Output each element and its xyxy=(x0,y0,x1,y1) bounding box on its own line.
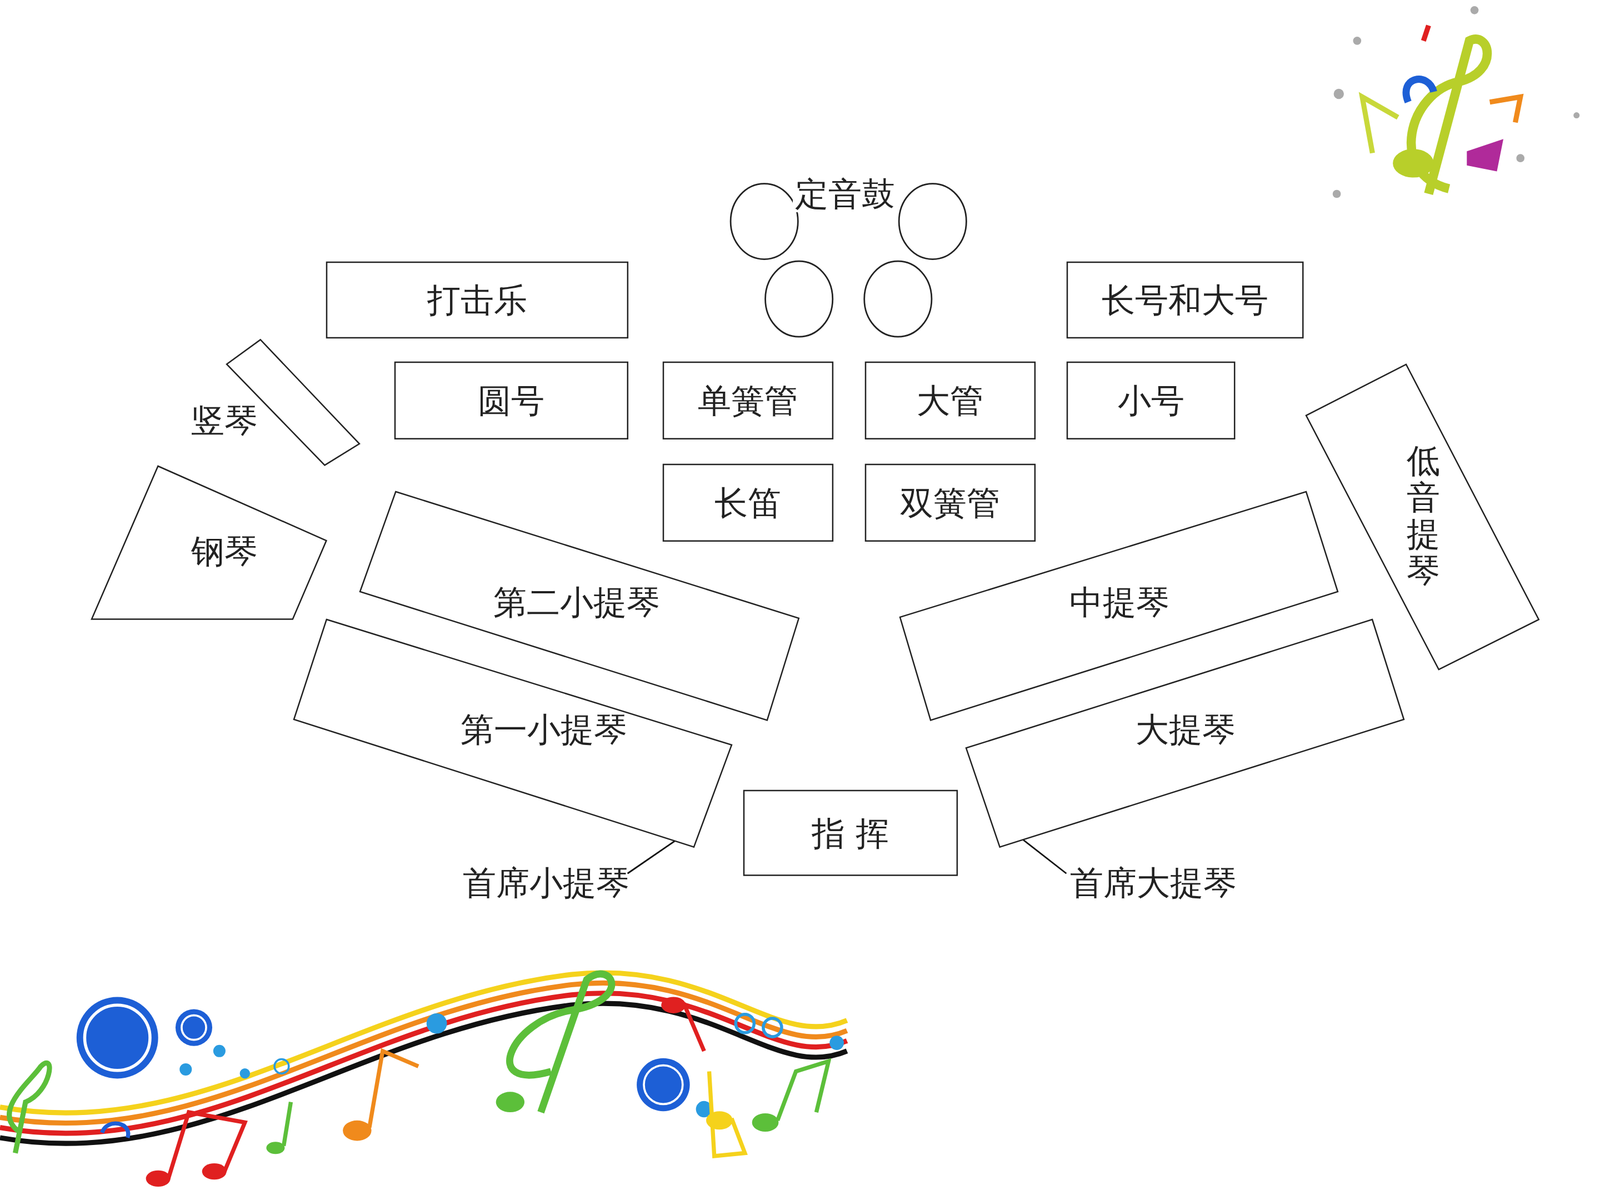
corner-notes xyxy=(1332,6,1580,198)
section-box: 打击乐 xyxy=(326,262,628,338)
section-shape xyxy=(865,464,1035,542)
timpani-label: 定音鼓 xyxy=(792,175,898,213)
section-box: 第一小提琴 xyxy=(293,619,732,848)
section-shape xyxy=(1067,362,1235,439)
section-name: 圆号 xyxy=(477,382,545,419)
section-box: 双簧管 xyxy=(865,464,1035,542)
section-shape xyxy=(663,464,833,542)
section-name: 打击乐 xyxy=(427,281,528,319)
section-name: 指 挥 xyxy=(811,815,889,852)
section-name: 第一小提琴 xyxy=(460,711,628,748)
section-shape xyxy=(663,362,833,439)
callout-label: 首席大提琴 xyxy=(1070,864,1237,902)
section-shape xyxy=(1067,262,1303,338)
section-name: 双簧管 xyxy=(900,484,1000,522)
section-box: 长笛 xyxy=(663,464,833,542)
music-notes xyxy=(9,973,829,1187)
section-name: 长笛 xyxy=(714,484,782,522)
section-shape xyxy=(966,619,1404,848)
section-name: 第二小提琴 xyxy=(493,583,660,621)
section-name: 小号 xyxy=(1117,382,1185,419)
section-box: 圆号 xyxy=(395,362,628,439)
music-wave xyxy=(0,972,847,1144)
section-box: 钢琴 xyxy=(91,466,327,620)
section-name: 大管 xyxy=(916,382,984,419)
section-shape xyxy=(865,362,1035,439)
section-name: 竖琴 xyxy=(191,402,258,439)
section-name: 中提琴 xyxy=(1069,583,1170,621)
section-box: 大提琴 xyxy=(966,619,1404,848)
section-box: 大管 xyxy=(865,362,1035,439)
section-shape xyxy=(293,619,732,848)
section-shape xyxy=(1306,364,1539,670)
section-shape xyxy=(743,790,958,875)
callout-label: 首席小提琴 xyxy=(462,864,630,902)
section-box: 长号和大号 xyxy=(1067,262,1303,338)
section-box: 竖琴 xyxy=(183,336,364,470)
music-dots xyxy=(76,996,844,1118)
section-name: 单簧管 xyxy=(697,382,798,419)
section-shape xyxy=(395,362,628,439)
section-box: 单簧管 xyxy=(663,362,833,439)
section-shape xyxy=(91,466,327,620)
section-box: 低音提琴 xyxy=(1306,364,1539,670)
section-box: 指 挥 xyxy=(743,790,958,875)
section-name: 长号和大号 xyxy=(1101,281,1269,319)
section-name: 钢琴 xyxy=(191,532,258,570)
section-name: 大提琴 xyxy=(1135,711,1236,748)
section-shape xyxy=(326,262,628,338)
section-name: 低音提琴 xyxy=(1406,442,1440,589)
section-box: 小号 xyxy=(1067,362,1235,439)
